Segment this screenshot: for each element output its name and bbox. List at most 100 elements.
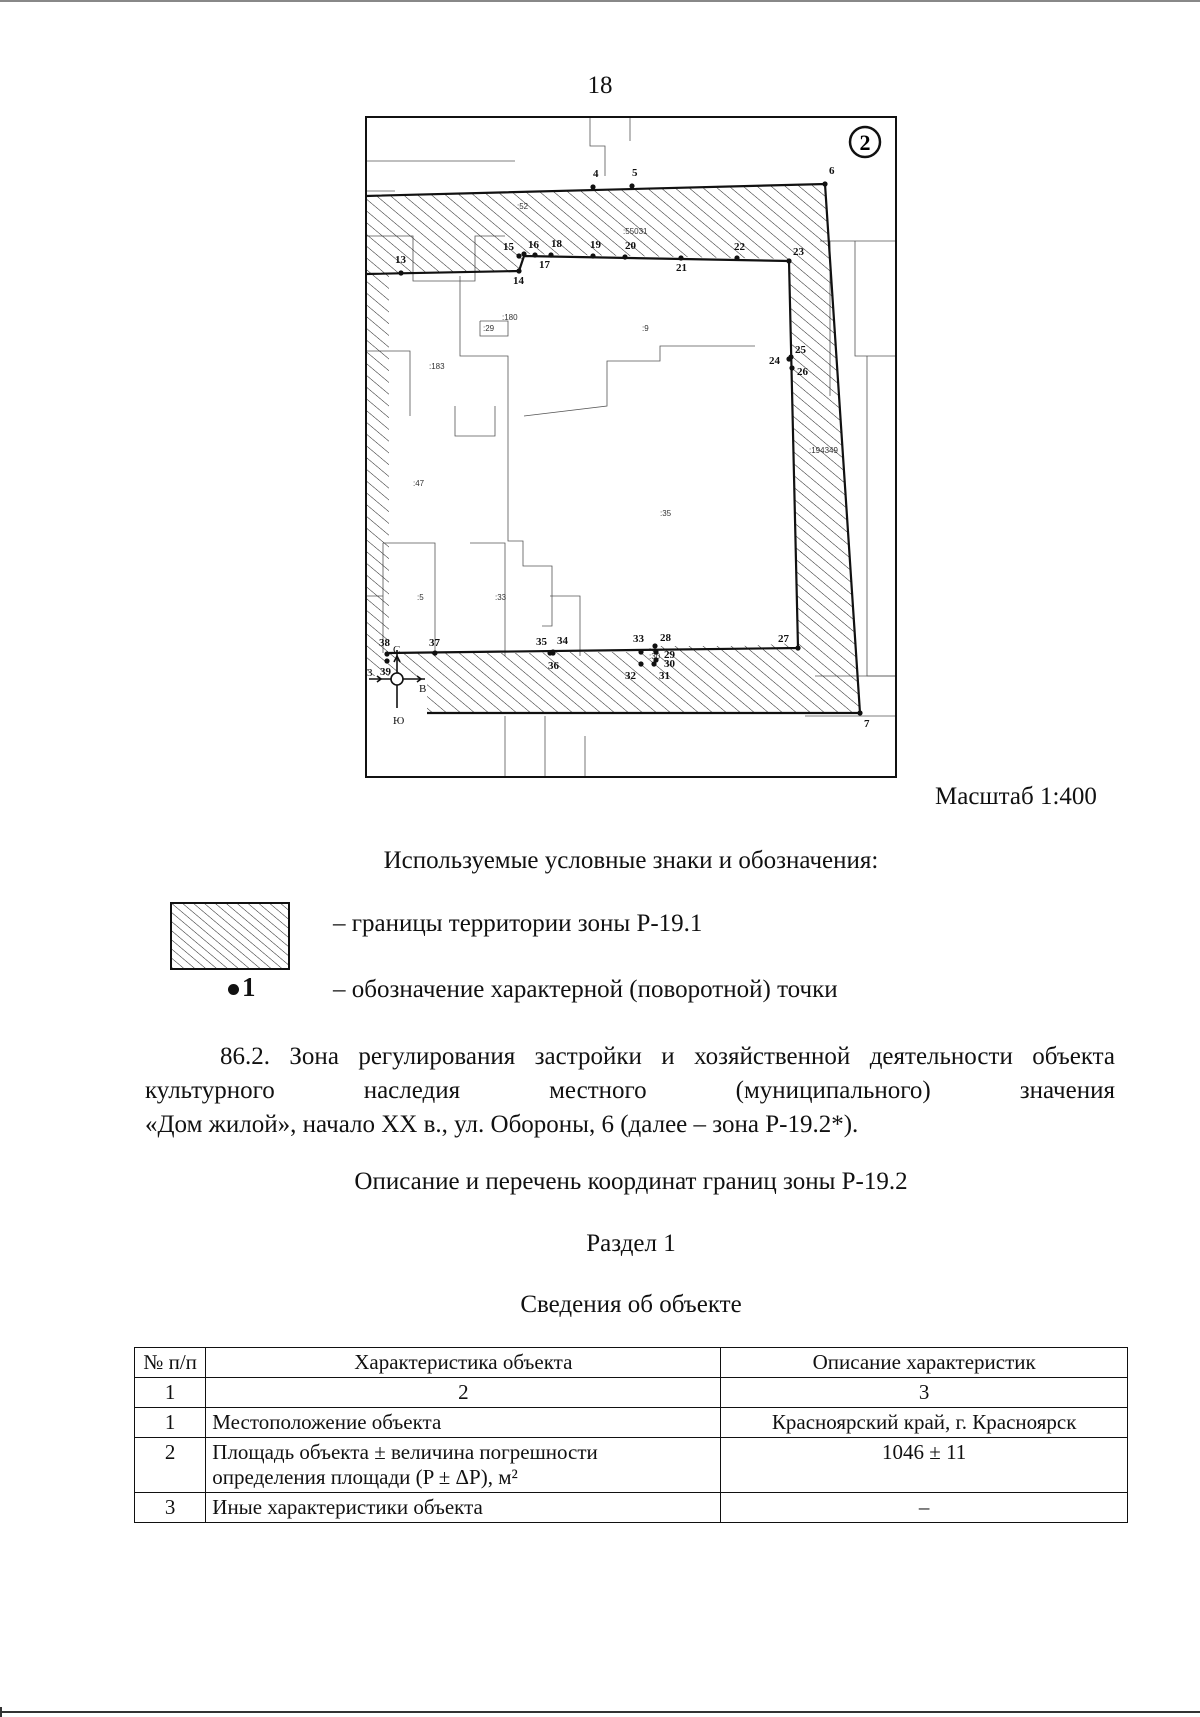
paragraph-line-2: «Дом жилой», начало XX в., ул. Обороны, …	[145, 1111, 859, 1138]
page-top-edge	[0, 0, 1200, 2]
point-dot-33	[638, 649, 644, 655]
point-label-31: 31	[659, 670, 670, 682]
table-cell: Иные характеристики объекта	[205, 1492, 722, 1523]
point-dot-31	[651, 661, 657, 667]
point-label-6: 6	[829, 165, 835, 177]
point-label-33: 33	[633, 633, 645, 645]
table-header-cell: № п/п	[133, 1347, 207, 1378]
parcel-label: :35	[660, 509, 672, 518]
point-label-21: 21	[676, 262, 687, 274]
point-dot-22	[734, 255, 740, 261]
point-dot-37	[432, 650, 438, 656]
point-dot-38	[384, 651, 390, 657]
point-label-24: 24	[769, 355, 781, 367]
paragraph-86-2: 86.2. Зона регулирования застройки и хоз…	[145, 1040, 1115, 1142]
point-dot-27	[795, 645, 801, 651]
point-label-15: 15	[503, 241, 515, 253]
point-label-39: 39	[380, 666, 392, 678]
point-dot-5	[629, 183, 635, 189]
legend-point-text: – обозначение характерной (поворотной) т…	[333, 976, 838, 1003]
point-label-38: 38	[379, 637, 391, 649]
point-label-14: 14	[513, 275, 525, 287]
heading-section: Раздел 1	[586, 1230, 676, 1257]
legend-point-symbol: 1	[228, 972, 256, 1003]
table-cell: 2	[205, 1377, 722, 1408]
point-label-37: 37	[429, 637, 441, 649]
table-cell: 3	[720, 1377, 1128, 1408]
point-dot-15	[516, 253, 522, 259]
point-label-20: 20	[625, 240, 637, 252]
point-dot-26	[789, 365, 795, 371]
legend-point-number: 1	[242, 972, 256, 1002]
legend-hatch-svg	[172, 904, 288, 968]
point-dot-13	[398, 270, 404, 276]
table-cell: Площадь объекта ± величина погрешности о…	[205, 1437, 722, 1493]
point-label-27: 27	[778, 633, 790, 645]
point-dot-7	[857, 710, 863, 716]
zone-map: 2 :52 :55031 :9 :180 :29 :183 :47 :35 :5…	[365, 116, 897, 778]
point-dot-icon	[228, 984, 239, 996]
legend-zone-text: – границы территории зоны Р-19.1	[333, 910, 703, 937]
table-cell: 1046 ± 11	[720, 1437, 1128, 1493]
point-dot-39	[384, 658, 390, 664]
point-dot-6	[822, 181, 828, 187]
parcel-label: :5	[417, 593, 424, 602]
page-number: 18	[587, 72, 613, 99]
parcel-label: :9	[642, 324, 649, 333]
point-label-34: 34	[557, 635, 569, 647]
point-dot-16	[521, 251, 527, 257]
heading-coordinates: Описание и перечень координат границ зон…	[354, 1168, 908, 1195]
compass-north: С	[393, 644, 400, 656]
map-frame	[365, 116, 897, 778]
point-label-4: 4	[593, 168, 599, 180]
point-dot-32	[638, 661, 644, 667]
table-header-cell: Характеристика объекта	[205, 1347, 722, 1378]
compass-west: З	[367, 667, 373, 679]
point-dot-17	[532, 252, 538, 258]
point-label-25: 25	[795, 344, 807, 356]
parcel-label: :30	[649, 652, 661, 661]
table-header-row: № п/п Характеристика объекта Описание ха…	[133, 1347, 1128, 1378]
zone-boundary	[366, 182, 862, 715]
compass-east: В	[419, 683, 426, 695]
parcel-label: :180	[502, 313, 518, 322]
page-bottom-edge	[0, 1711, 1200, 1713]
point-label-23: 23	[793, 246, 805, 258]
point-label-13: 13	[395, 254, 407, 266]
legend-hatch-swatch	[170, 902, 290, 970]
point-label-26: 26	[797, 366, 809, 378]
point-label-19: 19	[590, 239, 602, 251]
table-index-row: 1 2 3	[133, 1377, 1128, 1408]
point-label-32: 32	[625, 670, 637, 682]
point-dot-23	[786, 258, 792, 264]
table-cell: 1	[133, 1407, 207, 1438]
point-dot-4	[590, 184, 596, 190]
parcel-label: :55031	[623, 227, 648, 236]
point-label-17: 17	[539, 259, 551, 271]
table-row: 2 Площадь объекта ± величина погрешности…	[133, 1437, 1128, 1493]
zone-marker-circle	[848, 125, 882, 159]
point-dot-28	[652, 643, 658, 649]
point-dot-14	[516, 268, 522, 274]
zone-r19-1-hatched	[366, 184, 860, 713]
compass-south: Ю	[393, 715, 404, 727]
point-label-5: 5	[632, 167, 638, 179]
table-cell: 3	[133, 1492, 207, 1523]
table-cell: Красноярский край, г. Красноярск	[720, 1407, 1128, 1438]
legend-title: Используемые условные знаки и обозначени…	[383, 847, 879, 874]
point-label-18: 18	[551, 238, 563, 250]
table-cell: –	[720, 1492, 1128, 1523]
point-label-30: 30	[664, 658, 676, 670]
point-label-22: 22	[734, 241, 746, 253]
point-label-28: 28	[660, 632, 672, 644]
parcel-label: :29	[483, 324, 495, 333]
table-row: 1 Местоположение объекта Красноярский кр…	[133, 1407, 1128, 1438]
parcel-label: :194349	[809, 446, 838, 455]
compass-rose	[369, 650, 425, 708]
point-dot-19	[590, 253, 596, 259]
parcel-label: :183	[429, 362, 445, 371]
point-label-36: 36	[548, 660, 560, 672]
parcel-label: :33	[495, 593, 507, 602]
table-cell: 1	[133, 1377, 207, 1408]
